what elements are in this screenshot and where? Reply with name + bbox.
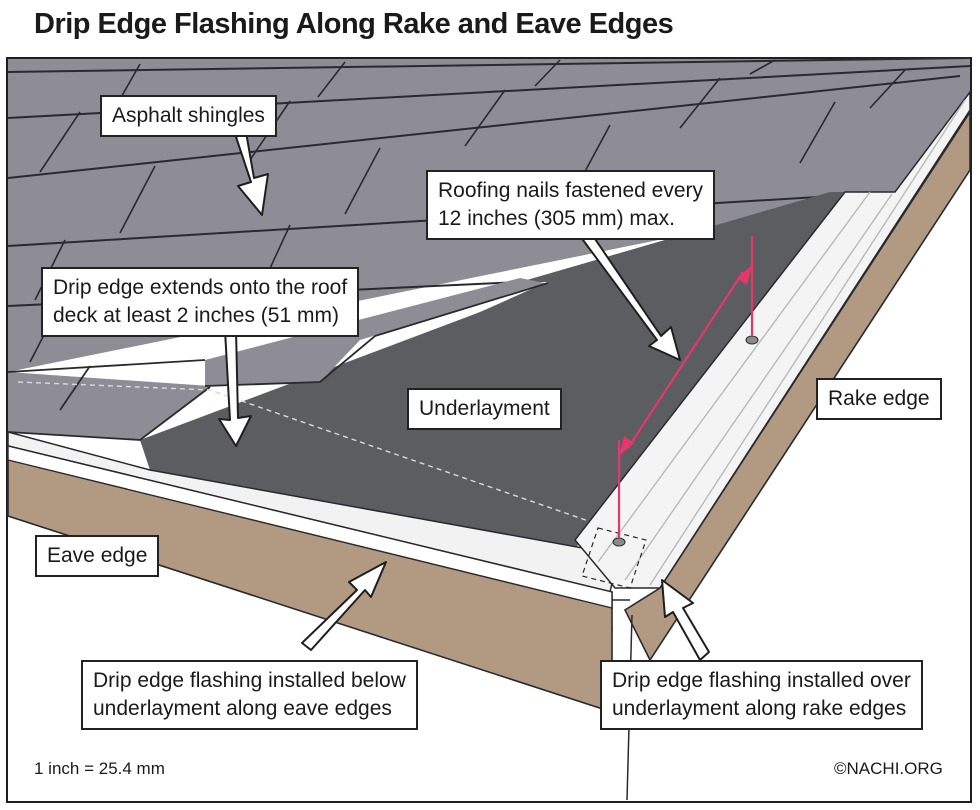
- label-drip-edge-extends-line1: Drip edge extends onto the roof: [53, 276, 348, 299]
- label-eave-flashing-line1: Drip edge flashing installed below: [93, 669, 406, 692]
- label-eave-flashing: Drip edge flashing installed below under…: [81, 660, 418, 730]
- rake-flashing-creases: [597, 99, 966, 586]
- arrow-asphalt: [235, 131, 269, 216]
- eave-flashing-bottom: [7, 445, 613, 609]
- nail-upper: [745, 335, 759, 345]
- arrow-rake-flashing: [661, 579, 710, 661]
- lower-shingle-lines: [7, 282, 549, 441]
- diagram-title: Drip Edge Flashing Along Rake and Eave E…: [34, 8, 674, 40]
- label-rake-flashing-line2: underlayment along rake edges: [612, 697, 907, 720]
- label-asphalt-shingles: Asphalt shingles: [100, 95, 277, 137]
- copyright-credit: ©NACHI.ORG: [834, 759, 943, 778]
- label-rake-edge: Rake edge: [816, 378, 942, 420]
- label-eave-edge: Eave edge: [35, 535, 160, 577]
- arrow-eave-flashing: [301, 561, 387, 651]
- nails: [612, 335, 759, 547]
- label-roofing-nails-line2: 12 inches (305 mm) max.: [438, 207, 675, 230]
- lower-shingle-edge: [8, 372, 210, 440]
- label-drip-edge-extends: Drip edge extends onto the roof deck at …: [41, 267, 360, 337]
- unit-conversion-note: 1 inch = 25.4 mm: [34, 759, 165, 778]
- label-eave-flashing-line2: underlayment along eave edges: [93, 697, 392, 720]
- arrow-drip-extends: [218, 329, 252, 447]
- lower-shingle-step: [205, 278, 545, 386]
- callout-arrows: [218, 131, 710, 661]
- label-roofing-nails-line1: Roofing nails fastened every: [438, 179, 703, 202]
- underlayment-main: [150, 192, 895, 550]
- dimension-arrowhead-bottom: [619, 436, 634, 456]
- spacing-dimension: [617, 236, 754, 538]
- dimension-arrowhead-top: [737, 265, 752, 285]
- label-drip-edge-extends-line2: deck at least 2 inches (51 mm): [53, 304, 339, 327]
- label-rake-flashing-line1: Drip edge flashing installed over: [612, 669, 911, 692]
- label-roofing-nails: Roofing nails fastened every 12 inches (…: [426, 170, 715, 240]
- nail-lower: [612, 537, 626, 547]
- label-underlayment: Underlayment: [407, 388, 562, 430]
- rake-fascia: [623, 109, 971, 662]
- arrow-roofing-nails: [582, 232, 681, 361]
- label-rake-flashing: Drip edge flashing installed over underl…: [600, 660, 923, 730]
- nail-detail-box: [581, 527, 647, 589]
